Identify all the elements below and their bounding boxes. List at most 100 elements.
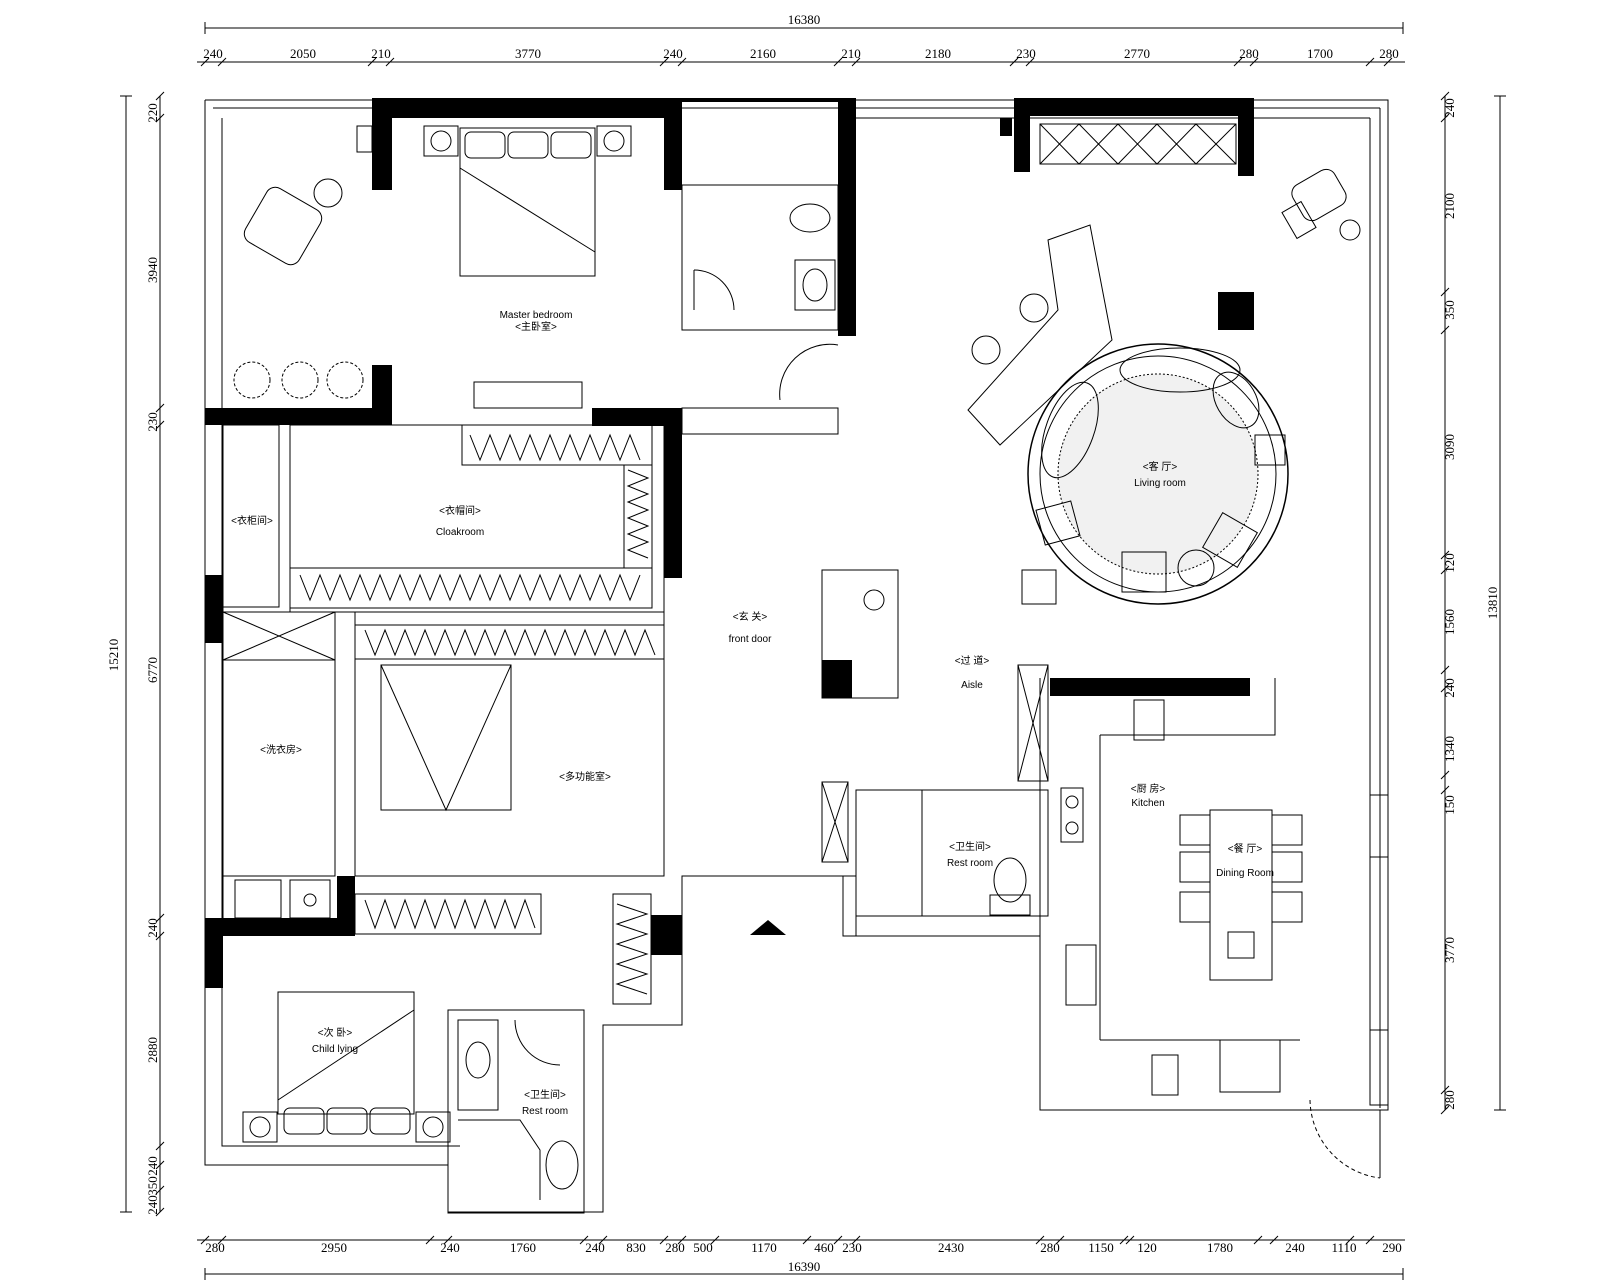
main-restroom-fixtures bbox=[989, 857, 1031, 916]
right-tick-2 bbox=[1440, 287, 1450, 297]
right-dim-9: 150 bbox=[1442, 795, 1457, 815]
top-tick-9 bbox=[1025, 57, 1035, 67]
right-tick-6 bbox=[1440, 665, 1450, 675]
cloakroom-label: Cloakroom bbox=[436, 527, 484, 538]
top-tick-6 bbox=[833, 57, 843, 67]
bottom-tick-4 bbox=[579, 1235, 589, 1245]
bottom-tick-16 bbox=[1253, 1235, 1263, 1245]
bottom-tick-10 bbox=[833, 1235, 843, 1245]
bottom-tick-6 bbox=[659, 1235, 669, 1245]
laundry-fixtures bbox=[234, 879, 331, 919]
corner-armchair bbox=[1281, 168, 1361, 241]
left-total-dimension: 15210 bbox=[106, 639, 121, 672]
top-tick-8 bbox=[1009, 57, 1019, 67]
left-tick-5 bbox=[155, 931, 165, 941]
bottom-tick-11 bbox=[851, 1235, 861, 1245]
bottom-dim-14: 1150 bbox=[1088, 1240, 1114, 1255]
top-tick-10 bbox=[1233, 57, 1243, 67]
bar-counter bbox=[967, 224, 1113, 446]
top-dim-6: 2160 bbox=[750, 46, 776, 61]
bottom-dim-15: 120 bbox=[1137, 1240, 1157, 1255]
bottom-tick-2 bbox=[425, 1235, 435, 1245]
cloakroom-label-cn: <衣帽间> bbox=[439, 504, 481, 517]
front-door-label: front door bbox=[729, 634, 772, 645]
right-dim-7: 240 bbox=[1442, 678, 1457, 698]
left-tick-4 bbox=[155, 913, 165, 923]
left-dim-1: 220 bbox=[145, 103, 160, 123]
top-dim-1: 240 bbox=[203, 46, 223, 61]
left-dim-6: 2880 bbox=[145, 1037, 160, 1063]
left-dim-9: 240 bbox=[145, 1195, 160, 1215]
bottom-dim-5: 240 bbox=[585, 1240, 605, 1255]
top-dim-9: 230 bbox=[1016, 46, 1036, 61]
kitchen-label: Kitchen bbox=[1131, 798, 1164, 809]
left-tick-7 bbox=[155, 1160, 165, 1170]
child-bedroom-label-cn: <次 卧> bbox=[318, 1026, 353, 1039]
bottom-dim-18: 1110 bbox=[1331, 1240, 1356, 1255]
front-door-label-cn: <玄 关> bbox=[733, 610, 768, 623]
top-dim-3: 210 bbox=[371, 46, 391, 61]
right-tick-10 bbox=[1440, 1085, 1450, 1095]
left-tick-8 bbox=[155, 1185, 165, 1195]
left-dim-8: 350 bbox=[145, 1176, 160, 1196]
interior-partitions bbox=[222, 184, 1389, 1214]
bottom-dim-3: 240 bbox=[440, 1240, 460, 1255]
right-dim-2: 2100 bbox=[1442, 193, 1457, 219]
dining-room-label-cn: <餐 厅> bbox=[1228, 842, 1263, 855]
right-tick-5 bbox=[1440, 565, 1450, 575]
right-tick-4 bbox=[1440, 550, 1450, 560]
top-tick-5 bbox=[677, 57, 687, 67]
right-dim-10: 3770 bbox=[1442, 937, 1457, 963]
bottom-dim-12: 2430 bbox=[938, 1240, 964, 1255]
bottom-total-dimension: 16390 bbox=[788, 1259, 821, 1274]
bottom-dim-16: 1780 bbox=[1207, 1240, 1233, 1255]
balcony-plants bbox=[233, 361, 364, 399]
main-restroom-label-cn: <卫生间> bbox=[949, 840, 991, 853]
top-tick-1 bbox=[217, 57, 227, 67]
top-tick-7 bbox=[851, 57, 861, 67]
kitchen-label-cn: <厨 房> bbox=[1131, 782, 1166, 795]
child-restroom-fixtures bbox=[457, 1019, 579, 1200]
right-dim-6: 1560 bbox=[1442, 609, 1457, 635]
bottom-dim-6: 830 bbox=[626, 1240, 646, 1255]
left-dim-2: 3940 bbox=[145, 257, 160, 283]
bottom-tick-17 bbox=[1269, 1235, 1279, 1245]
child-restroom-label: Rest room bbox=[522, 1106, 568, 1117]
living-room-seating bbox=[1021, 343, 1289, 605]
top-tick-13 bbox=[1383, 57, 1393, 67]
child-bedroom-bed bbox=[242, 991, 451, 1143]
child-bedroom-label: Child lying bbox=[312, 1044, 358, 1055]
top-tick-2 bbox=[367, 57, 377, 67]
left-tick-2 bbox=[155, 403, 165, 413]
bottom-tick-1 bbox=[217, 1235, 227, 1245]
dining-room-label: Dining Room bbox=[1216, 868, 1274, 879]
right-dim-3: 350 bbox=[1442, 300, 1457, 320]
bottom-dim-19: 290 bbox=[1382, 1240, 1402, 1255]
bottom-dim-17: 240 bbox=[1285, 1240, 1305, 1255]
master-bedroom-label: Master bedroom bbox=[500, 310, 573, 321]
top-tick-3 bbox=[385, 57, 395, 67]
bottom-tick-18 bbox=[1345, 1235, 1355, 1245]
right-tick-7 bbox=[1440, 683, 1450, 693]
right-tick-0 bbox=[1440, 91, 1450, 101]
right-tick-9 bbox=[1440, 785, 1450, 795]
aisle-label-cn: <过 道> bbox=[955, 654, 990, 667]
left-tick-0 bbox=[155, 91, 165, 101]
master-bathroom-fixtures bbox=[693, 203, 839, 401]
left-dim-5: 240 bbox=[145, 918, 160, 938]
kitchen-fixtures bbox=[1060, 699, 1281, 1096]
bottom-tick-9 bbox=[802, 1235, 812, 1245]
bottom-dim-11: 230 bbox=[842, 1240, 862, 1255]
bottom-tick-13 bbox=[1055, 1235, 1065, 1245]
top-dim-2: 2050 bbox=[290, 46, 316, 61]
master-bedroom-bed bbox=[423, 125, 632, 409]
entry-cabinet bbox=[750, 569, 899, 935]
bottom-tick-12 bbox=[1035, 1235, 1045, 1245]
bottom-dim-10: 460 bbox=[814, 1240, 834, 1255]
bottom-dim-13: 280 bbox=[1040, 1240, 1060, 1255]
left-tick-9 bbox=[155, 1207, 165, 1217]
right-dimensions: 13810 240 2100 350 3090 120 1560 240 134… bbox=[1440, 91, 1506, 1115]
top-tick-11 bbox=[1249, 57, 1259, 67]
wardrobe-cloakroom bbox=[289, 424, 665, 1005]
